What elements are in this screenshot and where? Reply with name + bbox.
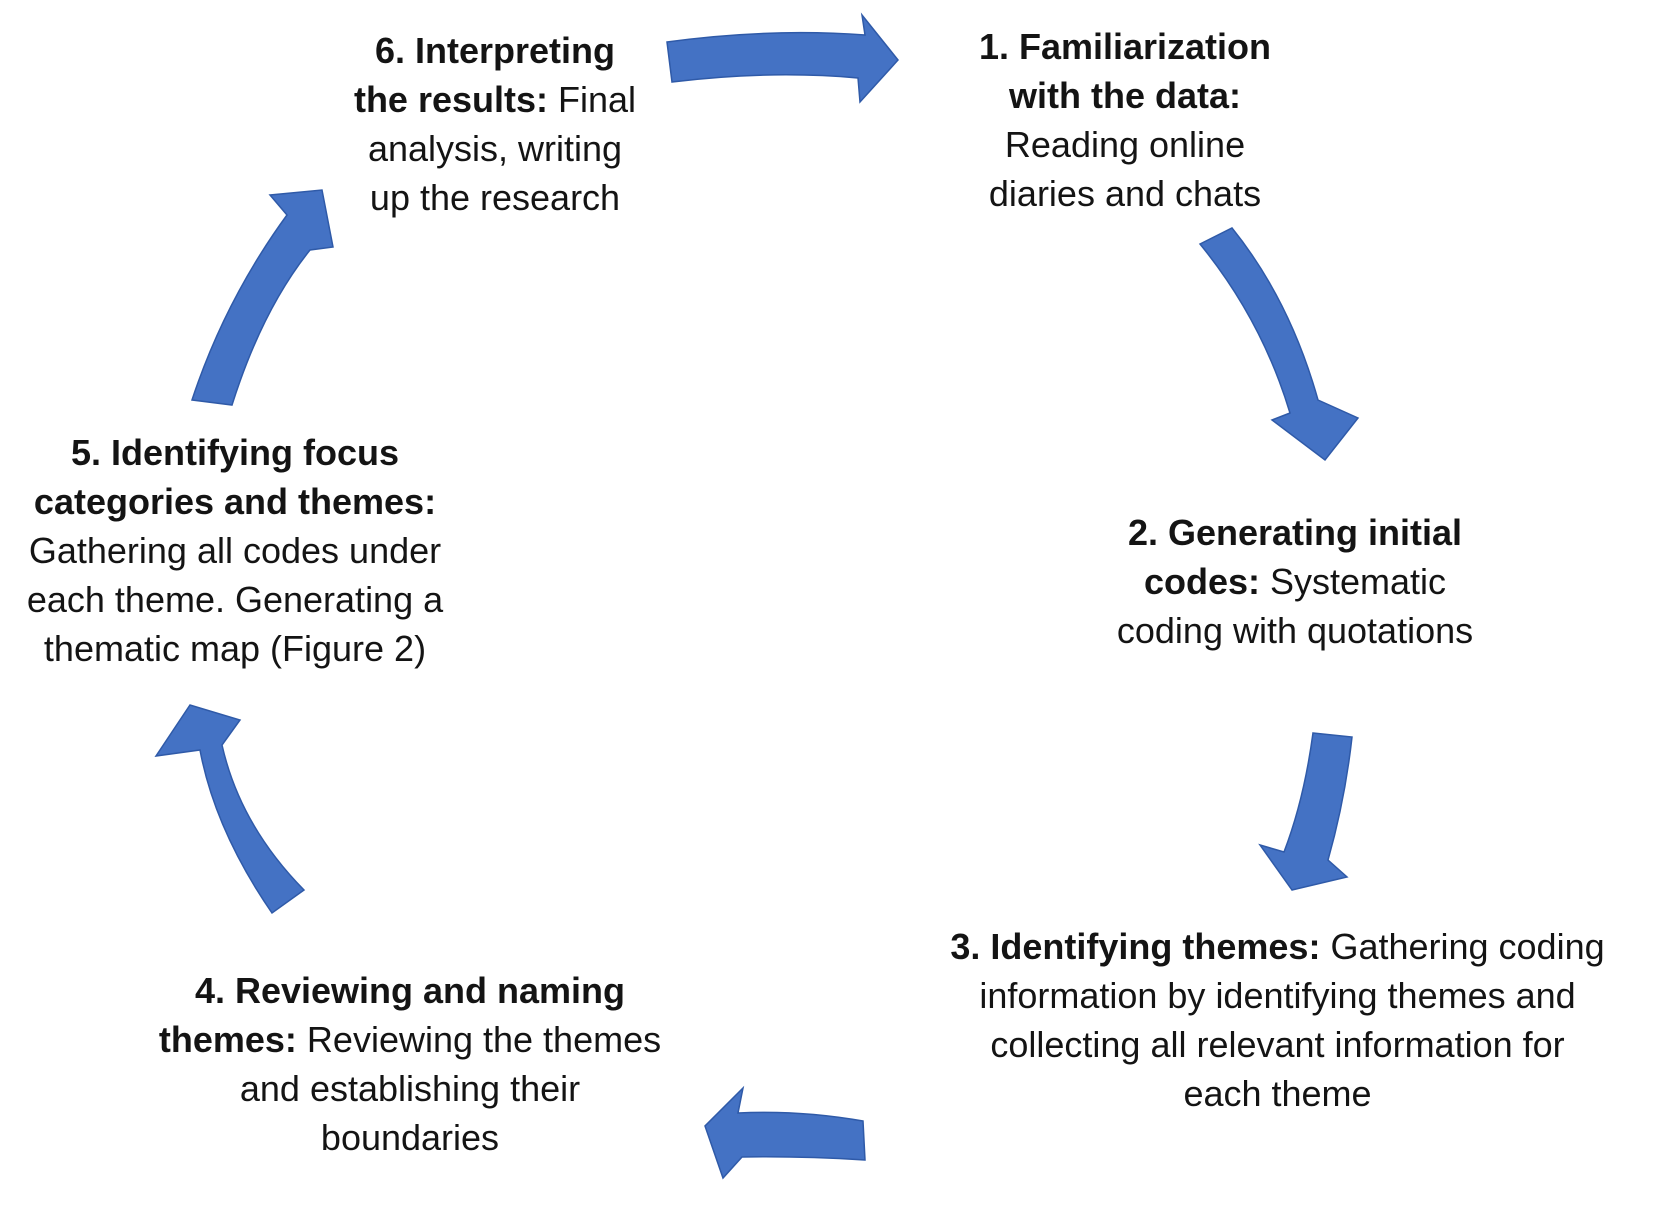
step-body: each theme. Generating a	[26, 579, 444, 620]
step-title: codes:	[1143, 561, 1260, 602]
step-title: the results:	[353, 79, 548, 120]
arrow-4-to-5	[154, 704, 306, 915]
step-title: 1. Familiarization	[978, 26, 1272, 67]
arrow-2-to-3	[1258, 732, 1353, 891]
step-title: with the data:	[1009, 75, 1241, 116]
step-body: and establishing their	[239, 1068, 581, 1109]
step-4-reviewing-naming: 4. Reviewing and naming themes: Reviewin…	[110, 966, 710, 1162]
step-3-identifying-themes: 3. Identifying themes: Gathering coding …	[905, 922, 1650, 1118]
step-body: Reading online	[1004, 124, 1246, 165]
step-body: diaries and chats	[988, 173, 1262, 214]
step-body: Gathering all codes under	[28, 530, 442, 571]
step-title: themes:	[158, 1019, 297, 1060]
arrow-3-to-4	[704, 1085, 866, 1180]
step-body: information by identifying themes and	[979, 975, 1576, 1016]
step-body: each theme	[1183, 1073, 1372, 1114]
step-6-interpreting-results: 6. Interpreting the results: Final analy…	[315, 26, 675, 222]
step-body: boundaries	[320, 1117, 500, 1158]
step-title: 4. Reviewing and naming	[194, 970, 626, 1011]
step-title: 5. Identifying focus	[70, 432, 400, 473]
arrow-1-to-2	[1198, 227, 1360, 462]
step-2-generating-codes: 2. Generating initial codes: Systematic …	[1070, 508, 1520, 655]
step-body: collecting all relevant information for	[990, 1024, 1565, 1065]
step-title: 3. Identifying themes:	[950, 926, 1321, 967]
step-title: 6. Interpreting	[374, 30, 616, 71]
step-body: analysis, writing	[367, 128, 623, 169]
step-body: Reviewing the themes	[296, 1019, 662, 1060]
step-body: up the research	[369, 177, 621, 218]
step-body: Systematic	[1260, 561, 1447, 602]
step-5-identifying-focus: 5. Identifying focus categories and them…	[0, 428, 470, 673]
arrow-5-to-6	[191, 189, 334, 406]
step-title: 2. Generating initial	[1127, 512, 1463, 553]
step-body: coding with quotations	[1116, 610, 1474, 651]
arrow-6-to-1	[666, 12, 899, 104]
step-body: Gathering coding	[1320, 926, 1605, 967]
step-title: categories and themes:	[33, 481, 437, 522]
step-body: thematic map (Figure 2)	[43, 628, 427, 669]
step-1-familiarization: 1. Familiarization with the data: Readin…	[935, 22, 1315, 218]
step-body: Final	[548, 79, 637, 120]
